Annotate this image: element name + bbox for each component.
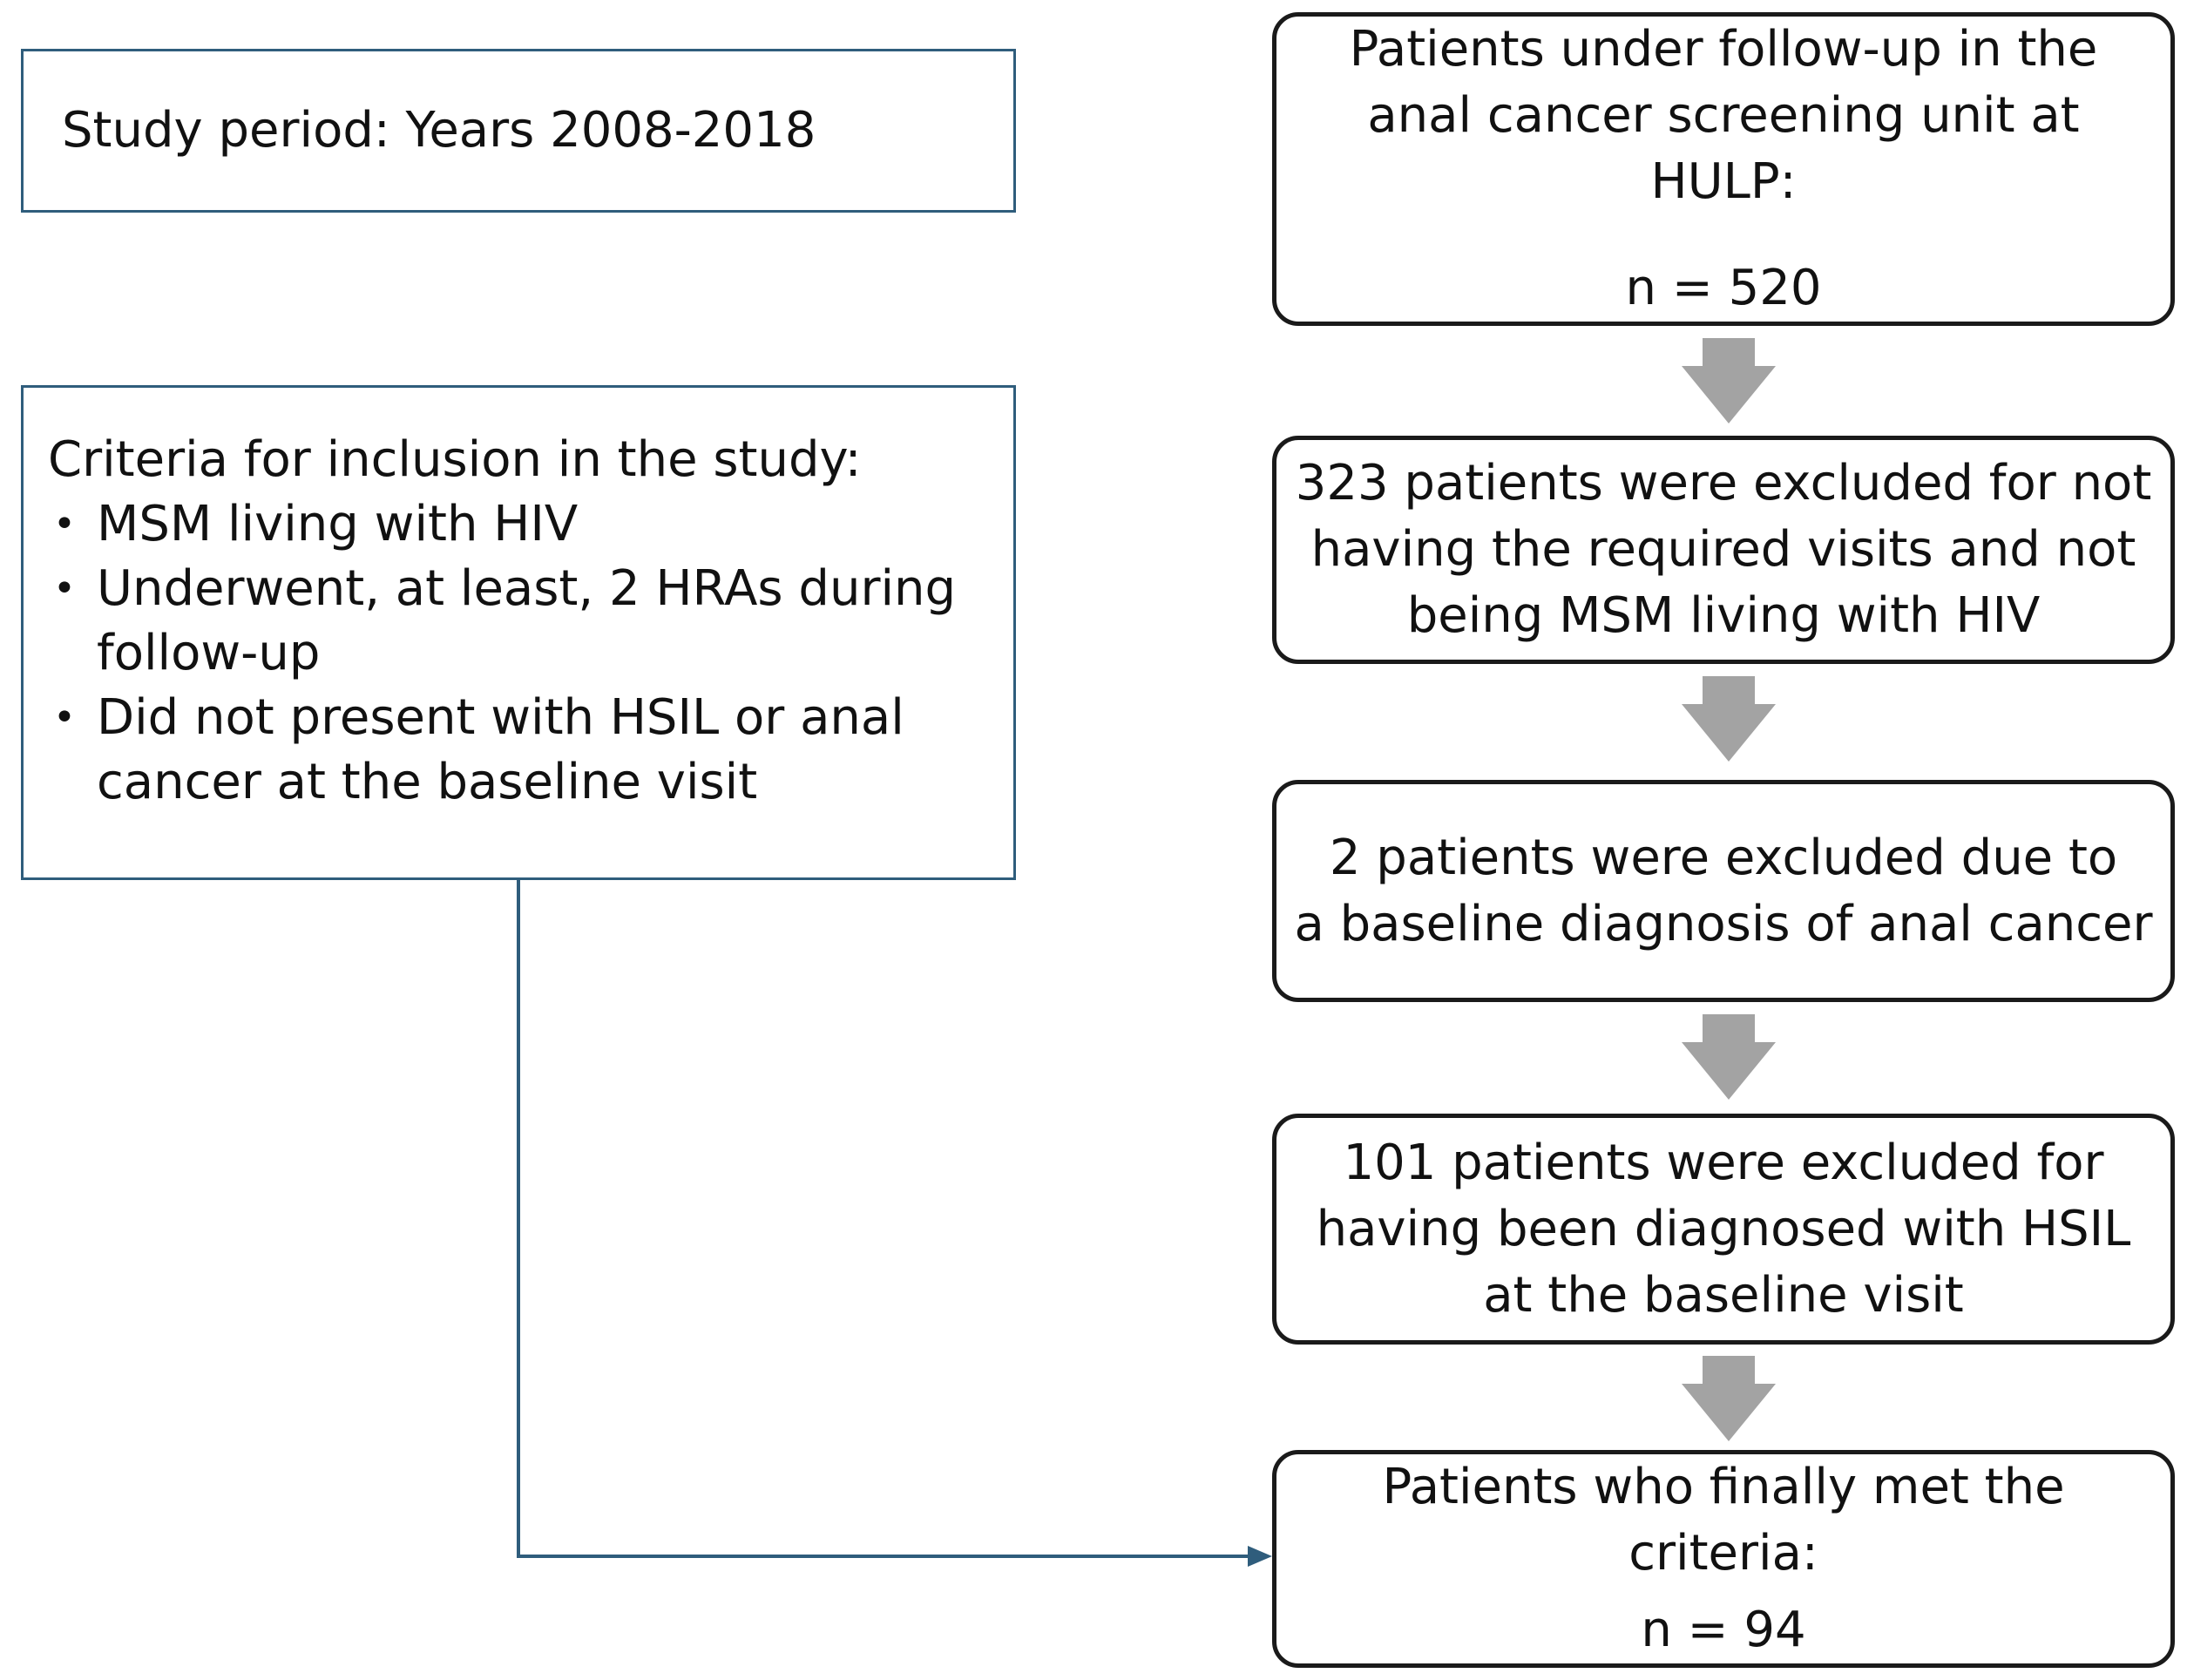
criteria-item: • MSM living with HIV bbox=[48, 492, 1013, 557]
criteria-heading: Criteria for inclusion in the study: bbox=[48, 431, 862, 488]
criteria-item: • Did not present with HSIL or anal canc… bbox=[48, 686, 1013, 815]
flow-box-line: being MSM living with HIV bbox=[1406, 587, 2041, 644]
criteria-item-line: follow-up bbox=[97, 625, 321, 681]
criteria-list: • MSM living with HIV • Underwent, at le… bbox=[48, 492, 1013, 815]
bullet-icon: • bbox=[53, 502, 76, 546]
flow-box-count: n = 94 bbox=[1641, 1602, 1806, 1658]
flow-box-line: anal cancer screening unit at bbox=[1367, 87, 2080, 144]
down-arrow-icon bbox=[1682, 1356, 1776, 1441]
flow-box-excluded-cancer: 2 patients were excluded due to a baseli… bbox=[1272, 780, 2175, 1002]
flow-box-line: criteria: bbox=[1628, 1525, 1818, 1582]
criteria-item-line: MSM living with HIV bbox=[97, 496, 579, 552]
flow-box-line: 2 patients were excluded due to bbox=[1329, 829, 2118, 886]
bullet-icon: • bbox=[53, 566, 76, 611]
flow-box-line: at the baseline visit bbox=[1483, 1266, 1964, 1324]
criteria-item-line: Underwent, at least, 2 HRAs during bbox=[97, 560, 957, 617]
flow-box-line: Patients under follow-up in the bbox=[1349, 21, 2098, 78]
down-arrow-icon bbox=[1682, 676, 1776, 762]
study-period-text: Study period: Years 2008-2018 bbox=[62, 102, 816, 159]
criteria-item-line: Did not present with HSIL or anal bbox=[97, 689, 904, 746]
flow-box-line: HULP: bbox=[1650, 153, 1797, 210]
flow-box-initial-patients: Patients under follow-up in the anal can… bbox=[1272, 12, 2175, 326]
bullet-icon: • bbox=[53, 695, 76, 740]
flow-box-line: having been diagnosed with HSIL bbox=[1316, 1200, 2131, 1257]
flow-box-line: 323 patients were excluded for not bbox=[1295, 455, 2152, 511]
flow-box-line: 101 patients were excluded for bbox=[1343, 1134, 2104, 1191]
study-period-box: Study period: Years 2008-2018 bbox=[21, 49, 1016, 213]
flow-box-line: Patients who finally met the bbox=[1382, 1459, 2065, 1515]
flow-box-line: having the required visits and not bbox=[1310, 521, 2136, 578]
down-arrow-icon bbox=[1682, 1014, 1776, 1100]
down-arrow-icon bbox=[1682, 338, 1776, 423]
flow-box-excluded-visits: 323 patients were excluded for not havin… bbox=[1272, 436, 2175, 664]
arrowhead-icon bbox=[1248, 1546, 1272, 1567]
criteria-item-line: cancer at the baseline visit bbox=[97, 754, 758, 810]
connector-line bbox=[517, 880, 1251, 1558]
criteria-item: • Underwent, at least, 2 HRAs during fol… bbox=[48, 557, 1013, 686]
inclusion-criteria-box: Criteria for inclusion in the study: • M… bbox=[21, 385, 1016, 880]
flow-box-count: n = 520 bbox=[1625, 260, 1822, 316]
flow-box-excluded-hsil: 101 patients were excluded for having be… bbox=[1272, 1114, 2175, 1345]
flow-box-final-patients: Patients who finally met the criteria: n… bbox=[1272, 1450, 2175, 1668]
flow-box-line: a baseline diagnosis of anal cancer bbox=[1294, 895, 2153, 952]
